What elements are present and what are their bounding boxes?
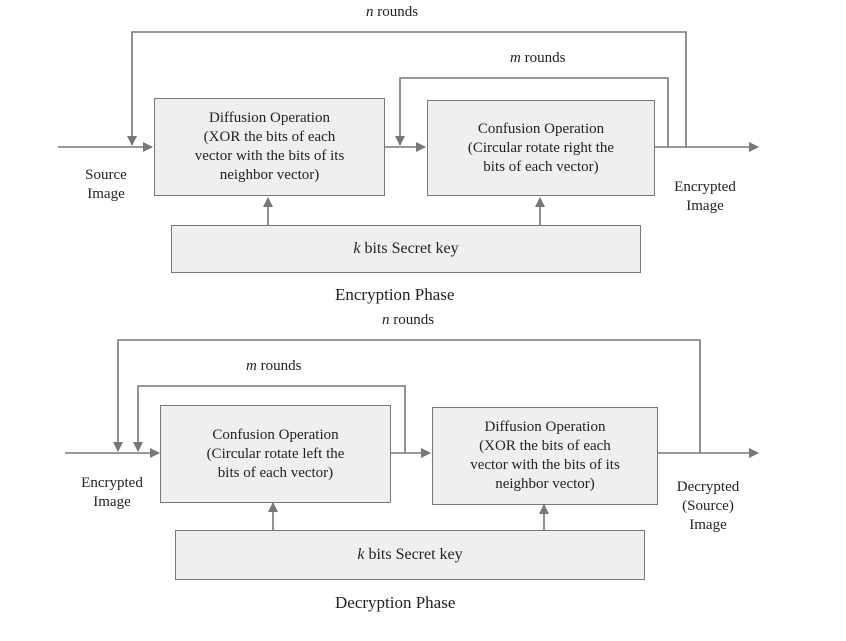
enc-m-rounds-text: rounds [524,50,566,66]
dec-confusion-box: Confusion Operation (Circular rotate lef… [160,405,391,503]
dec-n-rounds-label: n rounds [382,312,434,329]
enc-n-rounds-loop [127,31,687,147]
enc-input-label: Source Image [85,167,127,202]
enc-confusion-box: Confusion Operation (Circular rotate rig… [427,100,655,196]
dec-output-label: Decrypted (Source) Image [676,479,740,533]
dec-key-text: bits Secret key [368,546,463,563]
dec-phase-title: Decryption Phase [335,593,456,612]
dec-input-label: Encrypted Image [81,475,143,510]
dec-diffusion-box: Diffusion Operation (XOR the bits of eac… [432,407,658,505]
enc-m-rounds-loop [395,77,669,147]
enc-key-box: k bits Secret key [171,225,641,273]
dec-confusion-text: Confusion Operation (Circular rotate lef… [206,426,345,481]
dec-diffusion-text: Diffusion Operation (XOR the bits of eac… [470,419,620,492]
enc-diffusion-text: Diffusion Operation (XOR the bits of eac… [194,110,345,183]
enc-n-variable: n [366,4,374,20]
dec-m-rounds-label: m rounds [246,358,301,375]
enc-output-label: Encrypted Image [674,179,736,214]
dec-key-box: k bits Secret key [175,530,645,580]
enc-diffusion-box: Diffusion Operation (XOR the bits of eac… [154,98,385,196]
enc-n-rounds-label: n rounds [366,4,418,21]
dec-k-variable: k [357,546,365,563]
enc-key-text: bits Secret key [364,240,459,257]
enc-m-rounds-label: m rounds [510,50,565,67]
enc-key-label: k bits Secret key [353,240,458,258]
dec-m-rounds-text: rounds [260,358,302,374]
enc-n-rounds-text: rounds [377,4,419,20]
dec-m-rounds-loop [133,385,406,453]
dec-n-rounds-text: rounds [393,312,435,328]
enc-phase-title: Encryption Phase [335,285,455,304]
enc-confusion-text: Confusion Operation (Circular rotate rig… [467,120,615,175]
dec-key-label: k bits Secret key [357,546,462,564]
dec-n-rounds-loop [113,339,701,453]
dec-n-variable: n [382,312,390,328]
enc-m-variable: m [510,50,521,66]
dec-m-variable: m [246,358,257,374]
enc-k-variable: k [353,240,361,257]
